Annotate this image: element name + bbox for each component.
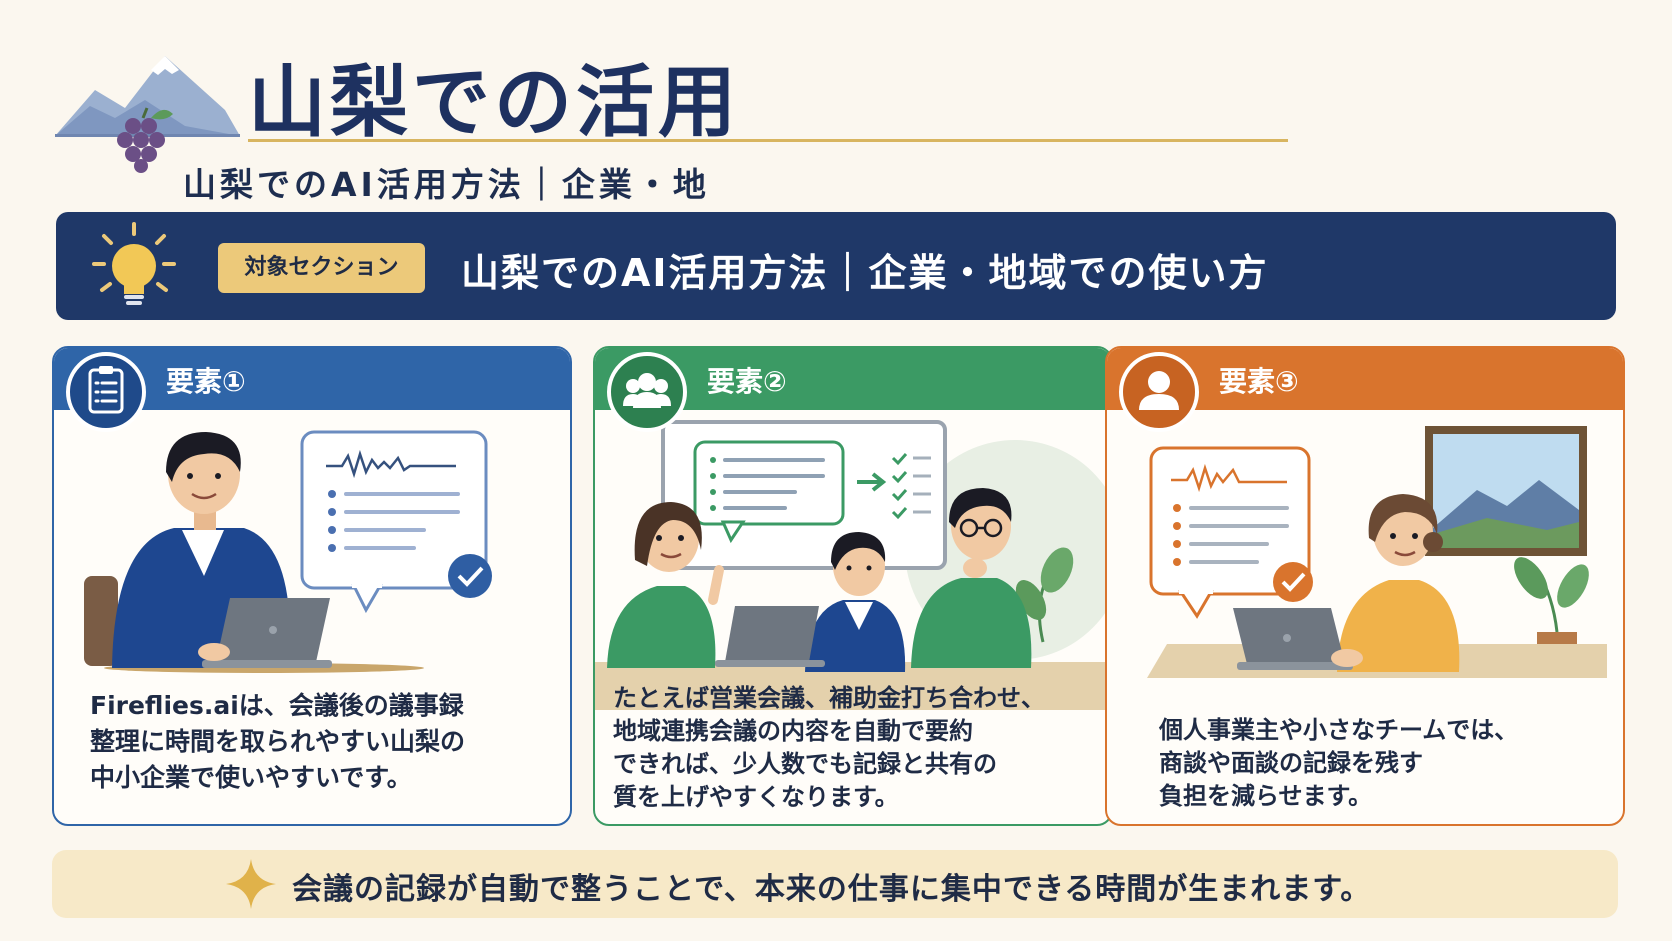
element-card-2: 要素②: [593, 346, 1113, 826]
card-description: たとえば営業会議、補助金打ち合わせ、 地域連携会議の内容を自動で要約 できれば、…: [613, 684, 1045, 811]
businessman-laptop-illustration: [84, 430, 492, 673]
team-meeting-illustration: [595, 420, 1111, 710]
section-tag: 対象セクション: [218, 243, 425, 293]
sparkle-icon: [226, 859, 276, 909]
element-card-1: 要素①: [52, 346, 572, 826]
summary-text: 会議の記録が自動で整うことで、本来の仕事に集中できる時間が生まれます。: [292, 872, 1372, 907]
card-description: Fireflies.aiは、会議後の議事録 整理に時間を取られやすい山梨の 中小…: [90, 691, 466, 792]
group-icon: [623, 373, 671, 408]
person-icon: [1139, 371, 1179, 410]
lightbulb-icon: [92, 222, 176, 305]
element-card-3: 要素③: [1105, 346, 1625, 826]
section-banner: 対象セクション 山梨でのAI活用方法｜企業・地域での使い方: [56, 212, 1616, 320]
card-description: 個人事業主や小さなチームでは、 商談や面談の記録を残す 負担を減らせます。: [1159, 716, 1519, 810]
card-label: 要素②: [707, 365, 787, 398]
card-badge: [607, 352, 687, 432]
banner-title: 山梨でのAI活用方法｜企業・地域での使い方: [461, 251, 1269, 295]
woman-laptop-illustration: [1147, 426, 1607, 678]
page-subtitle: 山梨でのAI活用方法｜企業・地: [183, 165, 710, 204]
card-label: 要素③: [1219, 365, 1299, 398]
card-badge: [66, 352, 146, 432]
summary-bar: 会議の記録が自動で整うことで、本来の仕事に集中できる時間が生まれます。: [52, 850, 1618, 918]
clipboard-icon: [88, 366, 124, 414]
card-label: 要素①: [166, 365, 246, 398]
card-badge: [1119, 352, 1199, 432]
mount-fuji-grapes-icon: [55, 56, 240, 173]
title-divider: [248, 139, 1288, 142]
page-title: 山梨での活用: [248, 58, 741, 148]
